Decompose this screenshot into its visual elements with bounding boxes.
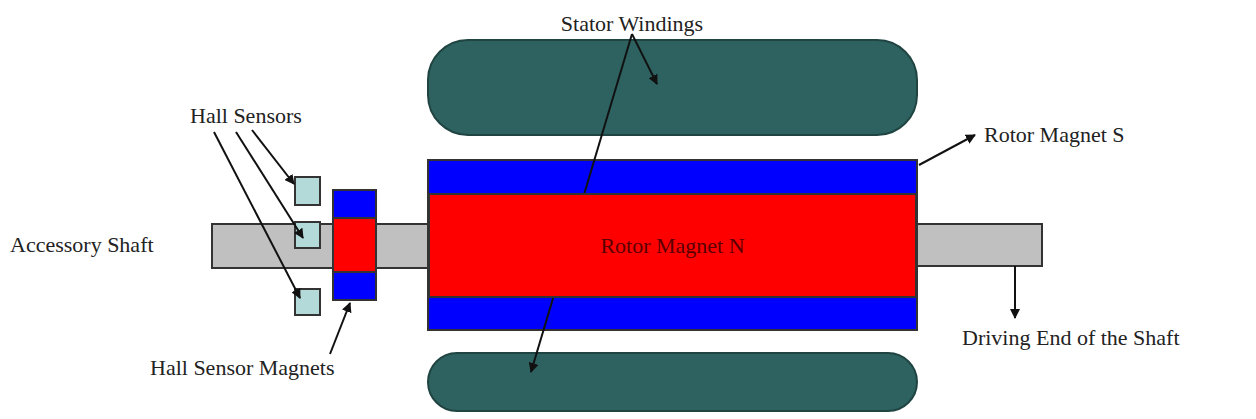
hall-sensor-magnet bbox=[333, 190, 376, 300]
part-label: Rotor Magnet N bbox=[600, 233, 744, 259]
part-label: Rotor Magnet S bbox=[984, 123, 1125, 147]
leader-line bbox=[214, 132, 300, 298]
accessory-shaft bbox=[212, 224, 432, 268]
driving-shaft bbox=[913, 224, 1042, 266]
leader-line bbox=[330, 303, 350, 354]
part-label: Stator Windings bbox=[561, 12, 703, 36]
hall-sensor bbox=[295, 289, 320, 315]
rotor-magnet-n: Rotor Magnet N bbox=[428, 193, 917, 298]
part-label: Hall Sensors bbox=[190, 104, 302, 128]
part-label: Hall Sensor Magnets bbox=[150, 356, 335, 380]
hall-sensor bbox=[295, 222, 320, 248]
leader-line bbox=[919, 135, 975, 165]
part-label: Accessory Shaft bbox=[10, 233, 154, 257]
stator-winding bbox=[428, 40, 917, 135]
hall-sensor-magnet bbox=[333, 218, 376, 272]
part-label: Driving End of the Shaft bbox=[962, 326, 1180, 350]
leader-line bbox=[252, 130, 294, 184]
leader-line bbox=[632, 34, 657, 84]
rotor-magnet-s bbox=[428, 160, 917, 330]
hall-sensor bbox=[295, 177, 320, 205]
stator-winding bbox=[428, 353, 917, 411]
leader-line bbox=[1014, 266, 1016, 318]
leader-line bbox=[236, 132, 303, 238]
